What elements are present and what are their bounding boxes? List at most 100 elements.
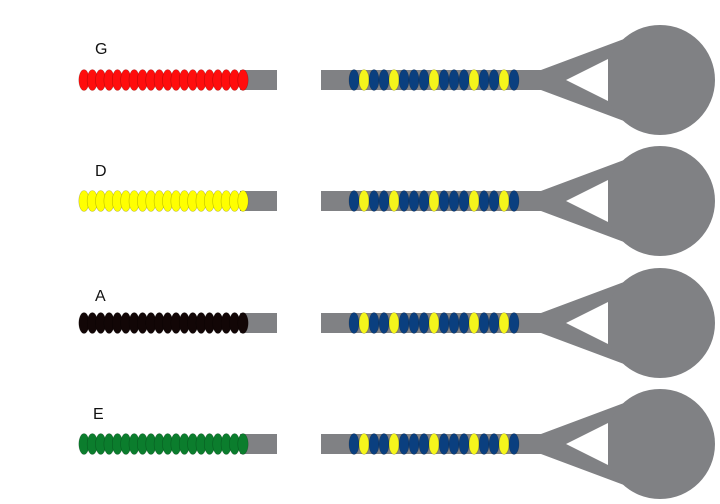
blue-band bbox=[458, 190, 470, 212]
yellow-band bbox=[468, 312, 480, 334]
blue-band bbox=[478, 69, 490, 91]
yellow-band bbox=[498, 69, 510, 91]
blue-band bbox=[418, 433, 430, 455]
blue-band bbox=[458, 312, 470, 334]
winding-oval bbox=[237, 433, 249, 455]
blue-band bbox=[368, 69, 380, 91]
yellow-band bbox=[388, 69, 400, 91]
blue-band bbox=[368, 312, 380, 334]
loop-opening bbox=[566, 180, 608, 222]
blue-band bbox=[418, 312, 430, 334]
loop-opening bbox=[566, 302, 608, 344]
winding-oval bbox=[237, 190, 249, 212]
string-end-segment bbox=[240, 191, 277, 211]
blue-band bbox=[348, 433, 360, 455]
blue-band bbox=[408, 312, 420, 334]
body-winding-e bbox=[348, 433, 520, 455]
blue-band bbox=[378, 190, 390, 212]
yellow-band bbox=[468, 190, 480, 212]
yellow-band bbox=[428, 312, 440, 334]
string-row-a bbox=[78, 268, 715, 378]
body-winding-g bbox=[348, 69, 520, 91]
yellow-band bbox=[498, 190, 510, 212]
blue-band bbox=[408, 190, 420, 212]
blue-band bbox=[368, 190, 380, 212]
blue-band bbox=[488, 69, 500, 91]
yellow-band bbox=[358, 69, 370, 91]
blue-band bbox=[398, 69, 410, 91]
blue-band bbox=[508, 433, 520, 455]
blue-band bbox=[448, 312, 460, 334]
blue-band bbox=[438, 190, 450, 212]
yellow-band bbox=[388, 190, 400, 212]
string-end-segment bbox=[240, 434, 277, 454]
yellow-band bbox=[358, 312, 370, 334]
blue-band bbox=[478, 312, 490, 334]
blue-band bbox=[488, 312, 500, 334]
blue-band bbox=[458, 69, 470, 91]
blue-band bbox=[488, 190, 500, 212]
string-label-e: E bbox=[93, 406, 104, 423]
yellow-band bbox=[498, 433, 510, 455]
body-winding-a bbox=[348, 312, 520, 334]
yellow-band bbox=[358, 190, 370, 212]
blue-band bbox=[418, 69, 430, 91]
loop-ball bbox=[605, 268, 715, 378]
body-winding-d bbox=[348, 190, 520, 212]
blue-band bbox=[398, 190, 410, 212]
blue-band bbox=[348, 69, 360, 91]
blue-band bbox=[348, 312, 360, 334]
blue-band bbox=[478, 433, 490, 455]
loop-opening bbox=[566, 59, 608, 101]
string-label-g: G bbox=[95, 41, 108, 58]
string-row-e bbox=[78, 389, 715, 499]
yellow-band bbox=[468, 69, 480, 91]
blue-band bbox=[508, 69, 520, 91]
string-end-segment bbox=[240, 70, 277, 90]
yellow-band bbox=[468, 433, 480, 455]
yellow-band bbox=[428, 69, 440, 91]
blue-band bbox=[448, 190, 460, 212]
winding-oval bbox=[237, 69, 249, 91]
blue-band bbox=[378, 433, 390, 455]
blue-band bbox=[398, 312, 410, 334]
loop-opening bbox=[566, 423, 608, 465]
blue-band bbox=[418, 190, 430, 212]
blue-band bbox=[448, 433, 460, 455]
blue-band bbox=[508, 312, 520, 334]
yellow-band bbox=[388, 312, 400, 334]
silk-winding-e bbox=[78, 433, 249, 455]
winding-oval bbox=[237, 312, 249, 334]
blue-band bbox=[408, 69, 420, 91]
blue-band bbox=[448, 69, 460, 91]
loop-ball bbox=[605, 389, 715, 499]
blue-band bbox=[478, 190, 490, 212]
blue-band bbox=[408, 433, 420, 455]
string-row-d bbox=[78, 146, 715, 256]
blue-band bbox=[348, 190, 360, 212]
silk-winding-g bbox=[78, 69, 249, 91]
string-label-d: D bbox=[95, 163, 107, 180]
blue-band bbox=[368, 433, 380, 455]
loop-ball bbox=[605, 25, 715, 135]
string-label-a: A bbox=[95, 288, 106, 305]
string-row-g bbox=[78, 25, 715, 135]
blue-band bbox=[458, 433, 470, 455]
yellow-band bbox=[428, 433, 440, 455]
blue-band bbox=[398, 433, 410, 455]
loop-ball bbox=[605, 146, 715, 256]
blue-band bbox=[378, 69, 390, 91]
string-end-segment bbox=[240, 313, 277, 333]
yellow-band bbox=[428, 190, 440, 212]
yellow-band bbox=[388, 433, 400, 455]
yellow-band bbox=[358, 433, 370, 455]
blue-band bbox=[508, 190, 520, 212]
blue-band bbox=[378, 312, 390, 334]
silk-winding-d bbox=[78, 190, 249, 212]
blue-band bbox=[438, 312, 450, 334]
blue-band bbox=[488, 433, 500, 455]
yellow-band bbox=[498, 312, 510, 334]
blue-band bbox=[438, 69, 450, 91]
